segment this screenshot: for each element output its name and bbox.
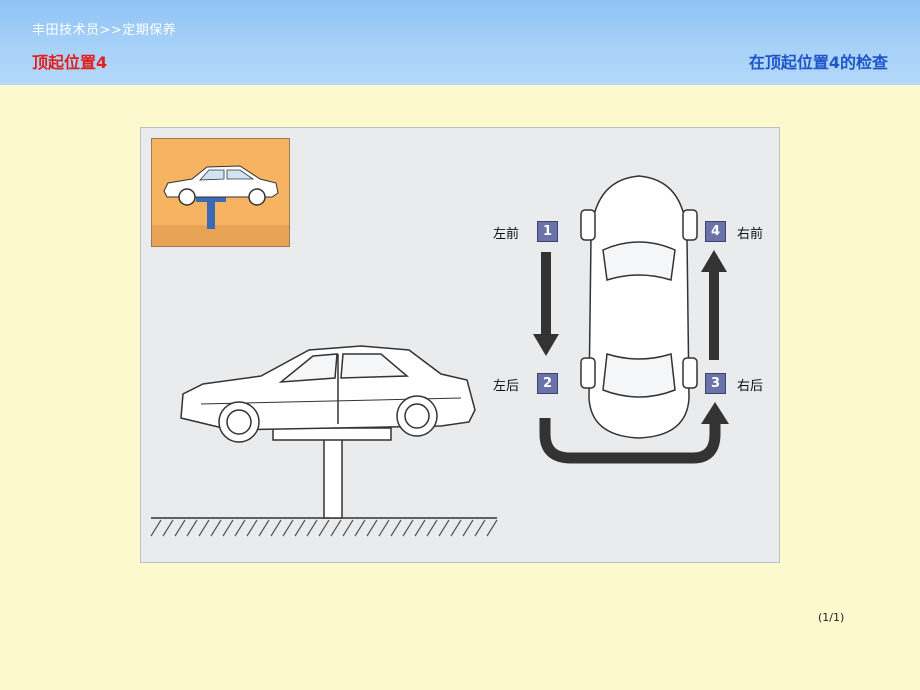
arrow-up [701,250,727,360]
header-bar: 丰田技术员>>定期保养 顶起位置4 在顶起位置4的检查 [0,0,920,85]
position-label-1: 左前 [493,227,520,242]
arrow-down [533,252,559,356]
position-box-2: 2 [537,373,558,394]
lift-post [272,427,392,519]
car-top-view [580,175,698,439]
page-indicator: (1/1) [818,611,845,624]
page-title: 顶起位置4 [32,53,108,72]
breadcrumb: 丰田技术员>>定期保养 [32,23,177,38]
position-box-4: 4 [705,221,726,242]
u-turn-arrow [539,402,729,464]
ground-hatching [150,517,498,537]
position-label-3: 右后 [737,379,764,394]
position-box-3: 3 [705,373,726,394]
position-label-2: 左后 [493,379,520,394]
car-side-on-lift [180,345,476,443]
position-box-1: 1 [537,221,558,242]
page-subtitle: 在顶起位置4的检查 [748,53,888,72]
car-on-lift-thumbnail [151,138,290,247]
position-label-4: 右前 [737,227,764,242]
jacking-illustration: 左前 1 左后 2 3 右后 4 右前 [140,127,780,563]
